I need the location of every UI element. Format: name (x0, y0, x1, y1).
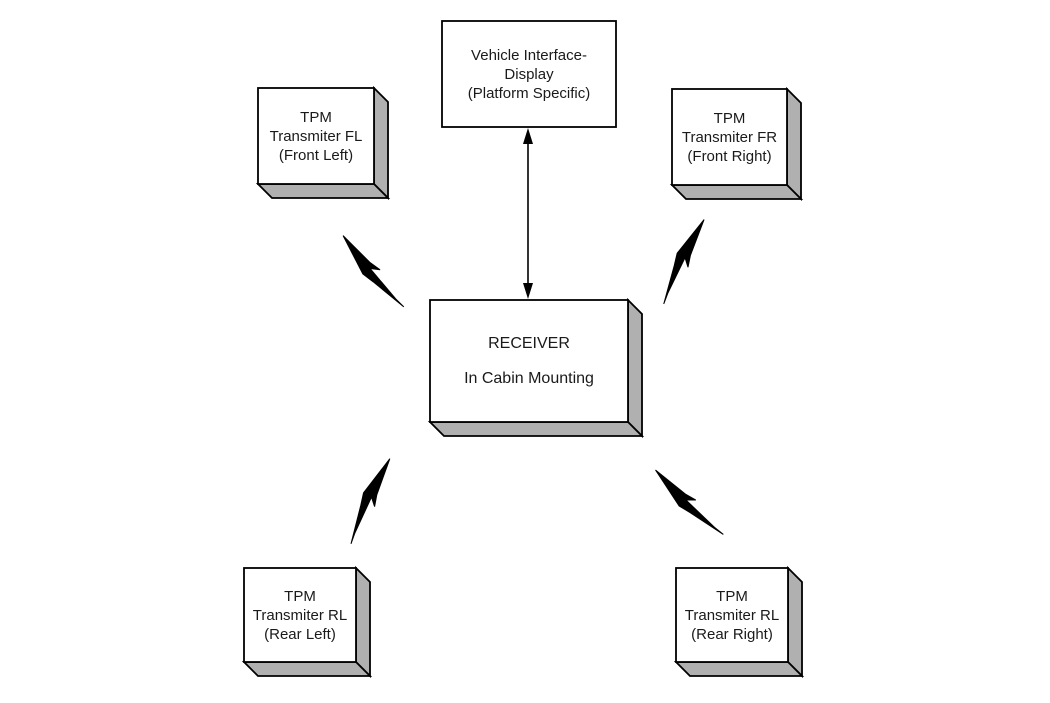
arrow-head-down (523, 283, 533, 299)
double-headed-arrow-icon (523, 128, 533, 299)
receiver-box-side-right (627, 297, 643, 439)
vehicle-display-box (441, 20, 617, 128)
transmitter-fl-box-side-right (373, 85, 389, 201)
transmitter-fr-box-side-bottom (669, 184, 804, 200)
transmitter-rl-box-side-right (355, 565, 371, 679)
transmitter-rl-box-front (243, 567, 357, 663)
receiver-label: RECEIVER In Cabin Mounting (430, 300, 628, 422)
receiver-title: RECEIVER (488, 334, 570, 352)
transmitter-fr-box-front (671, 88, 788, 186)
transmitter-fl-label: TPM Transmiter FL (Front Left) (269, 108, 363, 164)
receiver-subtitle: In Cabin Mounting (464, 369, 594, 387)
transmitter-fl-box (255, 85, 391, 201)
transmitter-rr-box-front (675, 567, 789, 663)
transmitter-fl-box-side-bottom (255, 183, 391, 199)
transmitter-rr-box-side-bottom (673, 661, 805, 677)
transmitter-rl-label: TPM Transmiter RL (Rear Left) (252, 587, 348, 643)
vehicle-display-label: Vehicle Interface- Display (Platform Spe… (467, 46, 591, 102)
receiver-box (427, 297, 645, 439)
receiver-box-side-bottom (427, 421, 645, 437)
arrow-head-up (523, 128, 533, 144)
transmitter-rr-box (673, 565, 805, 679)
lightning-bolt-icon (350, 458, 391, 545)
transmitter-rr-label: TPM Transmiter RL (Rear Right) (684, 587, 780, 643)
transmitter-rl-box-side-bottom (241, 661, 373, 677)
transmitter-rl-box (241, 565, 373, 679)
lightning-bolt-icon (342, 235, 405, 308)
transmitter-fr-box (669, 86, 804, 202)
transmitter-rr-box-side-right (787, 565, 803, 679)
lightning-bolt-icon (663, 219, 705, 305)
receiver-box-front (429, 299, 629, 423)
transmitter-fr-box-side-right (786, 86, 802, 202)
transmitter-fr-label: TPM Transmiter FR (Front Right) (681, 109, 778, 165)
lightning-bolt-icon (655, 469, 724, 535)
transmitter-fl-box-front (257, 87, 375, 185)
